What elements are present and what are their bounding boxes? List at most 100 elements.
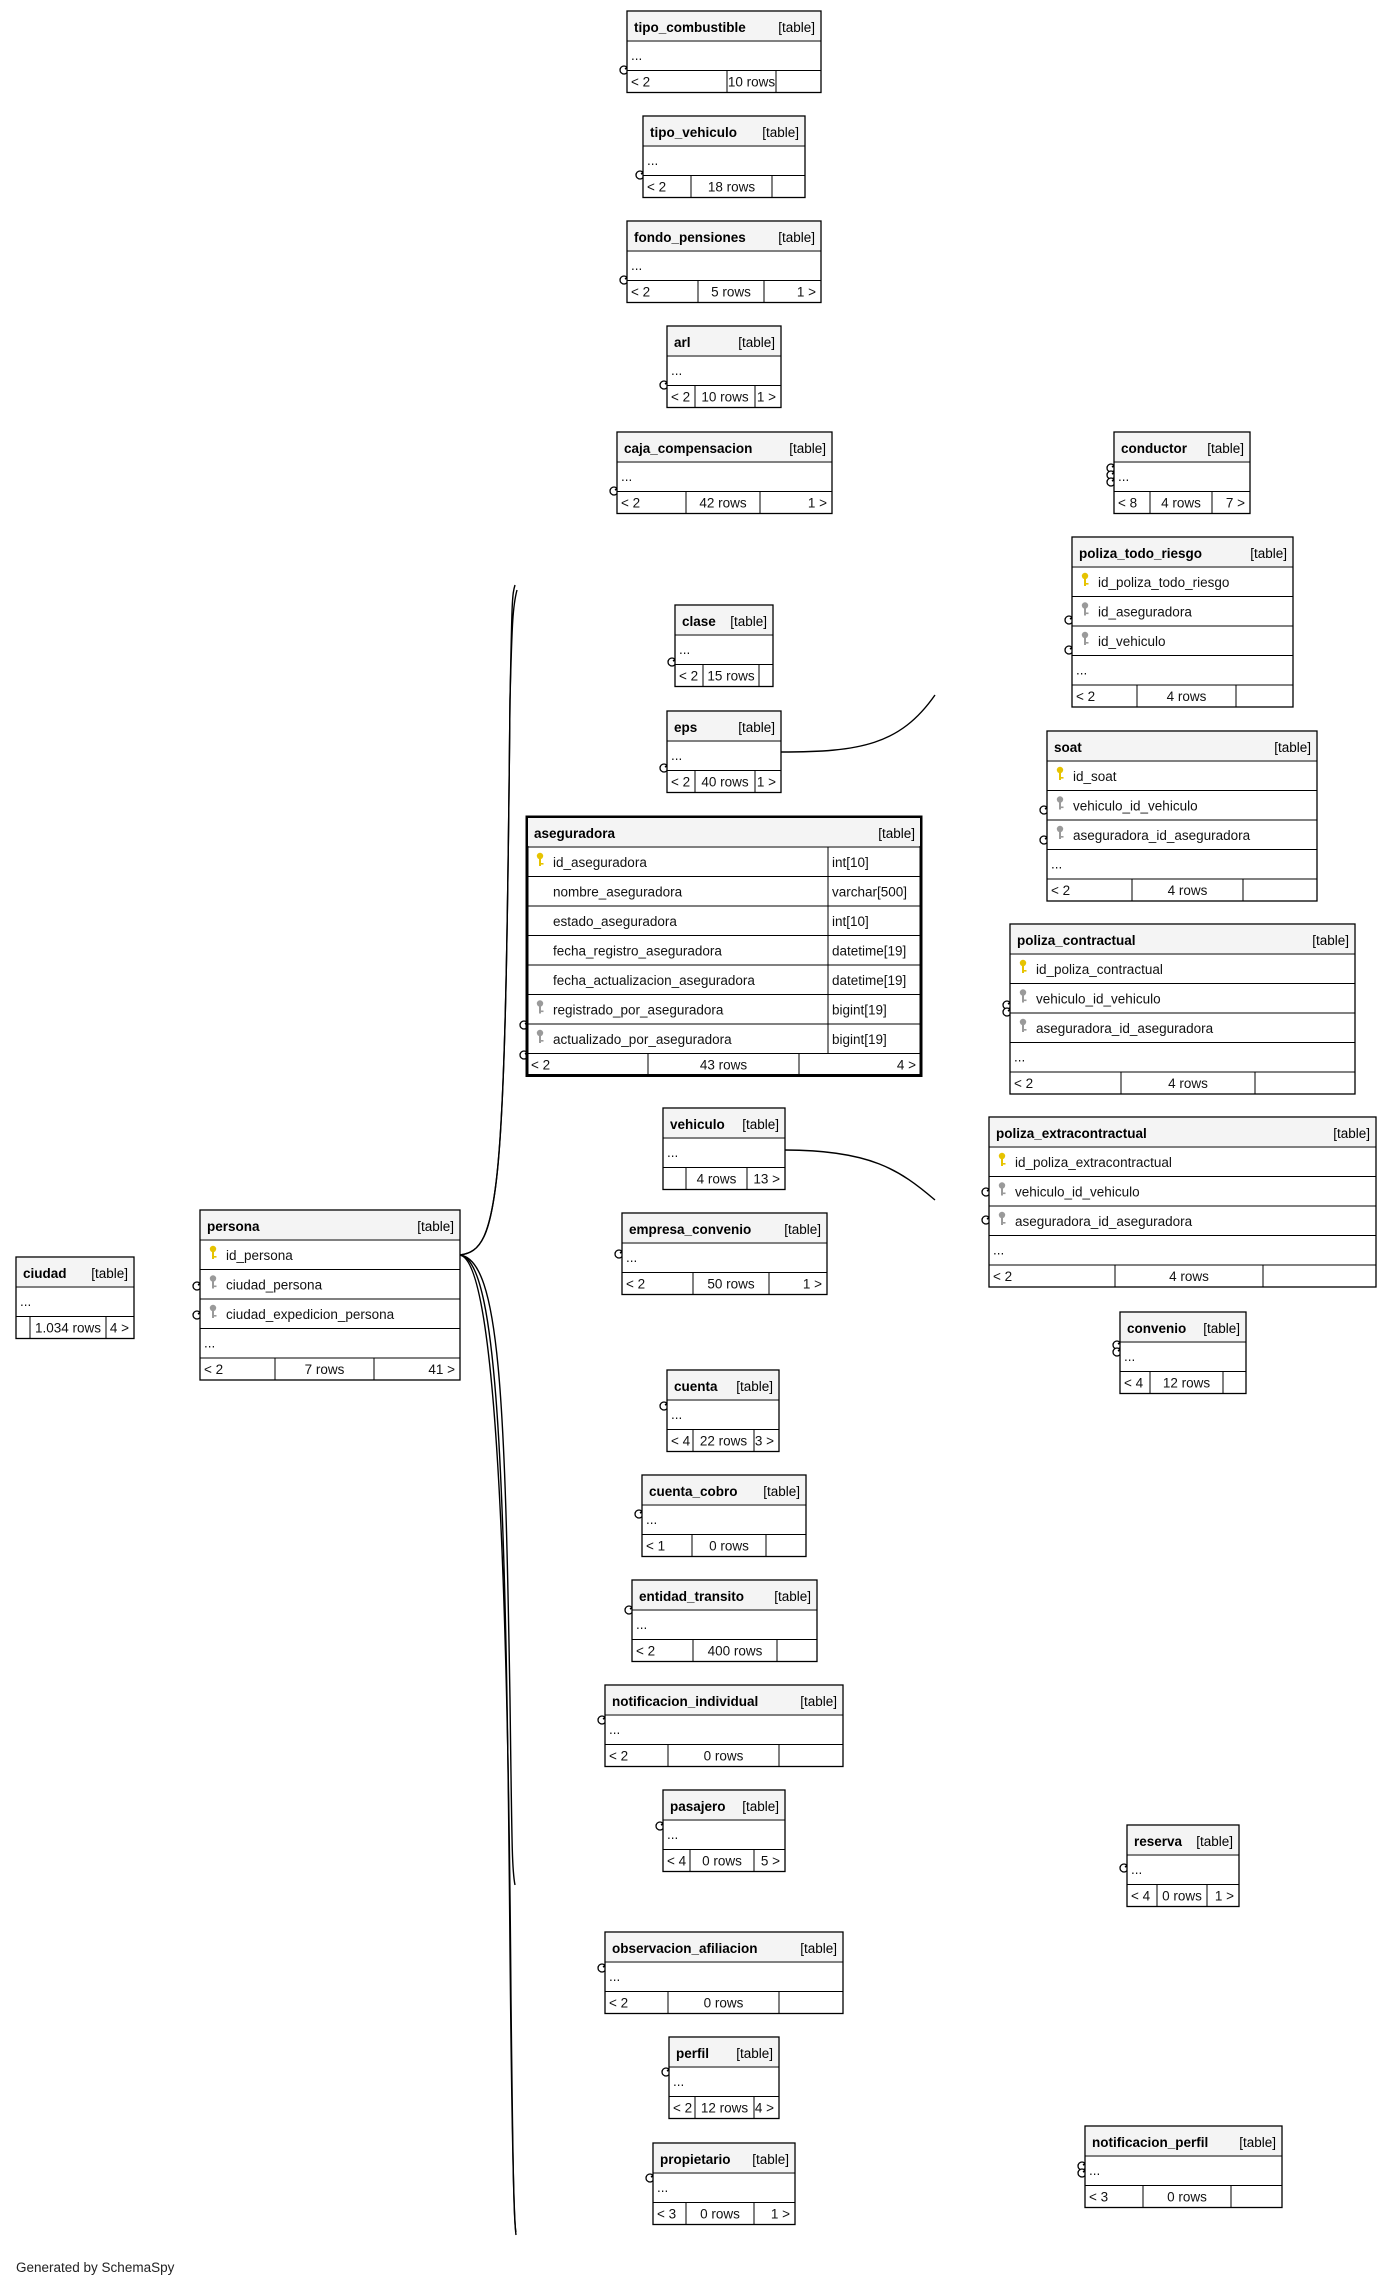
child-count[interactable]: 7 > <box>1226 496 1245 511</box>
table-name: aseguradora <box>534 826 616 841</box>
parent-count[interactable]: < 4 <box>667 1854 687 1869</box>
parent-count[interactable]: < 2 <box>993 1269 1012 1284</box>
parent-count[interactable]: < 2 <box>671 775 690 790</box>
child-count[interactable]: 1 > <box>803 1277 822 1292</box>
child-count[interactable]: 1 > <box>771 2207 790 2222</box>
parent-count[interactable]: < 2 <box>1076 689 1095 704</box>
table-type-label: [table] <box>1333 1126 1370 1141</box>
table-poliza-extracontractual[interactable]: poliza_extracontractual[table]id_poliza_… <box>988 1116 1377 1288</box>
child-count[interactable]: 1 > <box>797 285 816 300</box>
parent-count[interactable]: < 2 <box>609 1996 628 2011</box>
column-name[interactable]: registrado_por_aseguradora <box>553 1003 724 1018</box>
table-soat[interactable]: soat[table]id_soatvehiculo_id_vehiculoas… <box>1046 730 1318 902</box>
column-name[interactable]: aseguradora_id_aseguradora <box>1036 1021 1214 1036</box>
parent-count[interactable]: < 2 <box>626 1277 645 1292</box>
child-count[interactable]: 1 > <box>757 775 776 790</box>
parent-count[interactable]: < 2 <box>673 2101 692 2116</box>
column-name[interactable]: id_aseguradora <box>1098 605 1192 620</box>
parent-count[interactable]: < 2 <box>631 75 650 90</box>
child-count[interactable]: 41 > <box>428 1362 455 1377</box>
column-name[interactable]: vehiculo_id_vehiculo <box>1073 799 1198 814</box>
column-name[interactable]: ciudad_expedicion_persona <box>226 1307 395 1322</box>
column-name[interactable]: id_persona <box>226 1248 293 1263</box>
parent-count[interactable]: < 2 <box>621 496 640 511</box>
parent-count[interactable]: < 4 <box>671 1434 691 1449</box>
table-persona[interactable]: persona[table]id_personaciudad_personaci… <box>199 1209 461 1381</box>
column-name[interactable]: vehiculo_id_vehiculo <box>1036 992 1161 1007</box>
parent-count[interactable]: < 2 <box>609 1749 628 1764</box>
column-name[interactable]: aseguradora_id_aseguradora <box>1073 828 1251 843</box>
column-name[interactable]: ciudad_persona <box>226 1278 323 1293</box>
table-name: ciudad <box>23 1266 67 1281</box>
column-name[interactable]: nombre_aseguradora <box>553 885 683 900</box>
table-poliza-todo-riesgo[interactable]: poliza_todo_riesgo[table]id_poliza_todo_… <box>1071 536 1294 708</box>
table-poliza-contractual[interactable]: poliza_contractual[table]id_poliza_contr… <box>1009 923 1356 1095</box>
more-columns-ellipsis: ... <box>621 469 632 484</box>
child-count[interactable]: 1 > <box>1215 1889 1234 1904</box>
child-count[interactable]: 4 > <box>755 2101 774 2116</box>
table-type-label: [table] <box>736 1379 773 1394</box>
parent-count[interactable]: < 2 <box>679 669 698 684</box>
parent-count[interactable]: < 2 <box>531 1058 550 1073</box>
parent-count[interactable]: < 2 <box>647 180 666 195</box>
column-name[interactable]: id_poliza_todo_riesgo <box>1098 575 1229 590</box>
child-count[interactable]: 4 > <box>110 1321 129 1336</box>
column-name[interactable]: fecha_registro_aseguradora <box>553 944 722 959</box>
table-header <box>1086 2127 1281 2155</box>
column-name[interactable]: actualizado_por_aseguradora <box>553 1032 732 1047</box>
parent-count[interactable]: < 1 <box>646 1539 665 1554</box>
parent-count[interactable]: < 2 <box>1051 883 1070 898</box>
column-name[interactable]: id_poliza_extracontractual <box>1015 1155 1172 1170</box>
more-columns-ellipsis: ... <box>646 1512 657 1527</box>
child-count[interactable]: 13 > <box>753 1172 780 1187</box>
table-header <box>664 1109 784 1137</box>
parent-count[interactable]: < 8 <box>1118 496 1137 511</box>
child-count[interactable]: 1 > <box>757 390 776 405</box>
column-name[interactable]: vehiculo_id_vehiculo <box>1015 1185 1140 1200</box>
child-count[interactable]: 1 > <box>808 496 827 511</box>
primary-key-icon <box>1056 766 1064 780</box>
parent-count[interactable]: < 2 <box>1014 1076 1033 1091</box>
child-count[interactable]: 3 > <box>755 1434 774 1449</box>
parent-count[interactable]: < 3 <box>657 2207 676 2222</box>
column-name[interactable]: id_soat <box>1073 769 1117 784</box>
column-name[interactable]: fecha_actualizacion_aseguradora <box>553 973 755 988</box>
child-count[interactable]: 5 > <box>761 1854 780 1869</box>
child-count[interactable]: 4 > <box>897 1058 916 1073</box>
parent-count[interactable]: < 3 <box>1089 2190 1108 2205</box>
column-name[interactable]: id_poliza_contractual <box>1036 962 1163 977</box>
column-name[interactable]: id_aseguradora <box>553 855 647 870</box>
parent-count[interactable]: < 4 <box>1131 1889 1151 1904</box>
column-name[interactable]: estado_aseguradora <box>553 914 677 929</box>
parent-count[interactable]: < 2 <box>636 1644 655 1659</box>
parent-count[interactable]: < 2 <box>671 390 690 405</box>
column-name[interactable]: aseguradora_id_aseguradora <box>1015 1214 1193 1229</box>
parent-count[interactable]: < 4 <box>1124 1376 1144 1391</box>
parent-count[interactable]: < 2 <box>631 285 650 300</box>
parent-count[interactable]: < 2 <box>204 1362 223 1377</box>
column-name[interactable]: id_vehiculo <box>1098 634 1166 649</box>
